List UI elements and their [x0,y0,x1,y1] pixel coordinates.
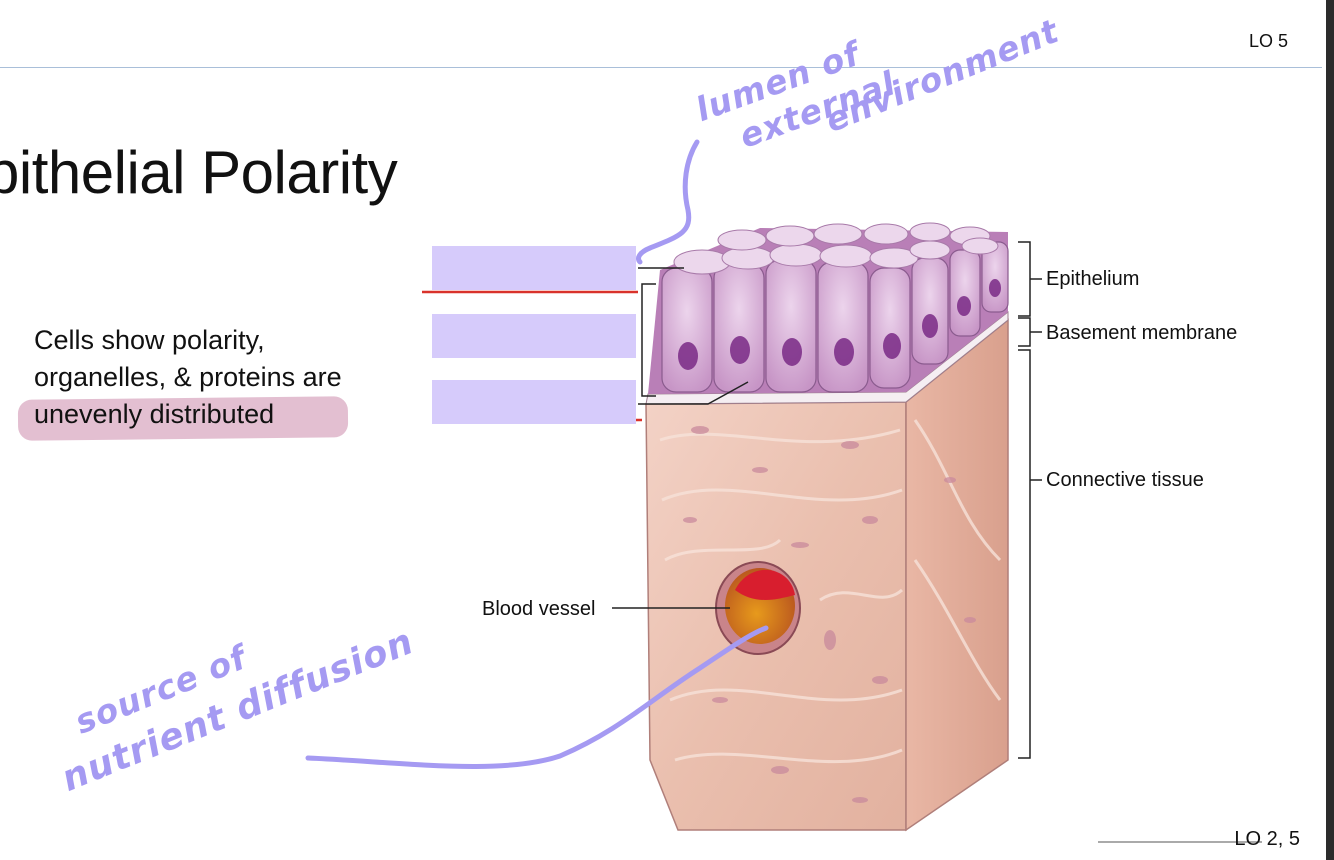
learning-objective-bottom: LO 2, 5 [1234,828,1300,851]
hidden-label-box-2 [432,314,636,358]
label-blood-vessel: Blood vessel [482,598,595,621]
hidden-label-box-3 [432,380,636,424]
label-epithelium: Epithelium [1046,268,1139,291]
figure-brackets [1018,242,1042,758]
label-connective-tissue: Connective tissue [1046,469,1204,492]
hidden-label-box-1 [432,246,636,290]
label-basement-membrane: Basement membrane [1046,322,1237,345]
